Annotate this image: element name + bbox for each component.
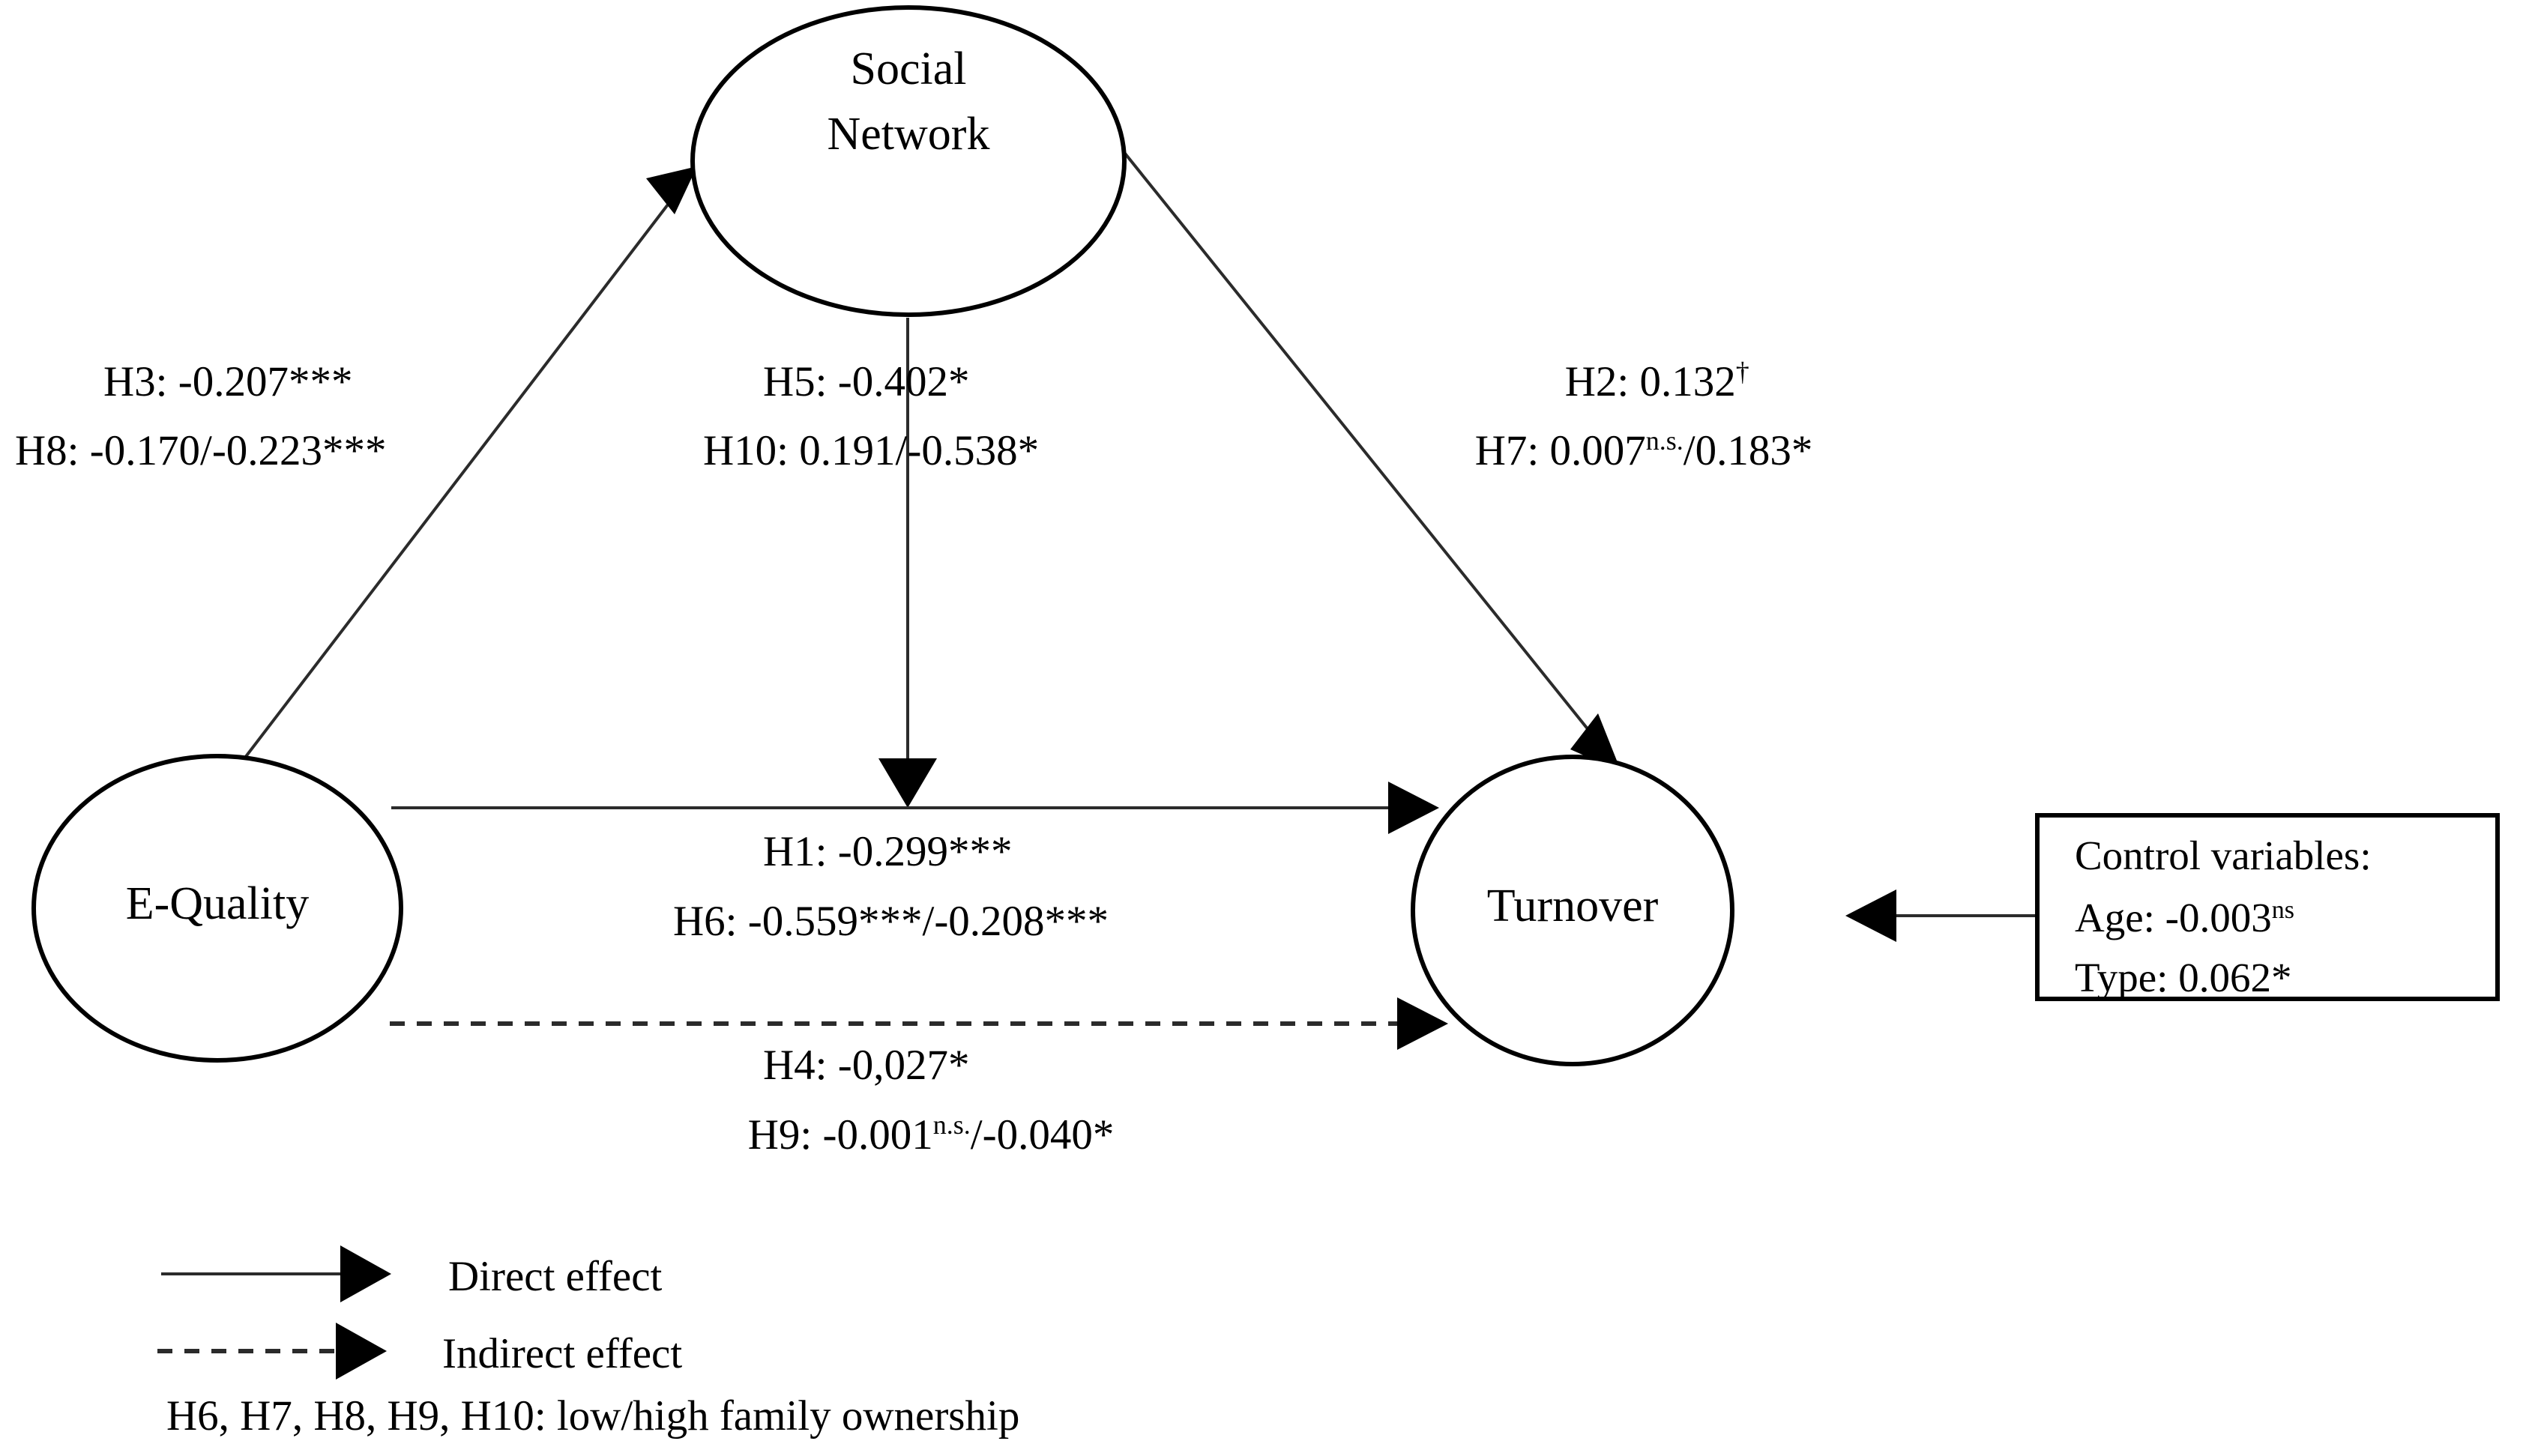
arrow-head-icon [646, 166, 697, 214]
control-box-row-type: Type: 0.062* [2075, 955, 2291, 1000]
edge-social-network-to-turnover [1109, 133, 1621, 772]
control-box-row-age: Age: -0.003ns [2075, 895, 2294, 940]
control-variables-box[interactable]: Control variables: Age: -0.003ns Type: 0… [2035, 813, 2500, 1001]
edge-label-h9-tail: /-0.040* [971, 1111, 1115, 1159]
node-label-social-network-line2: Network [828, 109, 990, 160]
edge-label-h2-dagger-sup: † [1736, 357, 1749, 387]
node-ellipse-shape [1411, 755, 1734, 1066]
legend-label-direct-effect: Direct effect [448, 1253, 662, 1300]
node-ellipse-shape [690, 5, 1127, 317]
edge-label-h2: H2: 0.132† [1490, 357, 1803, 405]
edge-label-h3: H3: -0.207*** [103, 358, 352, 405]
node-label-e-quality: E-Quality [126, 878, 310, 929]
control-box-age-ns-sup: ns [2272, 896, 2294, 924]
edge-label-h10: H10: 0.191/-0.538* [703, 427, 1039, 474]
node-e-quality[interactable]: E-Quality [31, 754, 403, 1063]
node-label-social-network-line1: Social [851, 43, 967, 94]
node-social-network[interactable]: Social Network [690, 5, 1127, 317]
edge-label-h9-ns-sup: n.s. [933, 1110, 971, 1140]
legend-note: H6, H7, H8, H9, H10: low/high family own… [166, 1392, 1019, 1440]
node-ellipse-shape [31, 754, 403, 1063]
edge-label-h7-tail: /0.183* [1684, 427, 1813, 474]
edge-equality-to-turnover-indirect [390, 997, 1448, 1050]
edge-label-h2-main: H2: 0.132 [1565, 358, 1736, 405]
edge-equality-to-social-network [229, 165, 699, 779]
edge-line [1109, 133, 1606, 751]
legend: Direct effect Indirect effect H6, H7, H8… [157, 1245, 1019, 1440]
legend-item-direct-effect: Direct effect [161, 1245, 662, 1302]
node-turnover[interactable]: Turnover [1411, 755, 1734, 1066]
arrow-head-icon [1397, 997, 1448, 1050]
edge-line [229, 165, 699, 779]
edge-equality-to-turnover-direct [391, 782, 1439, 834]
edge-label-h9: H9: -0.001n.s./-0.040* [673, 1110, 1168, 1159]
arrow-head-icon [1570, 713, 1621, 772]
edge-label-h5: H5: -0.402* [763, 358, 969, 405]
arrow-head-icon [340, 1245, 391, 1302]
edge-label-h6: H6: -0.559***/-0.208*** [673, 898, 1109, 945]
node-label-turnover: Turnover [1487, 880, 1659, 931]
edge-label-h1: H1: -0.299*** [763, 828, 1012, 875]
edge-label-h4: H4: -0,027* [763, 1042, 969, 1089]
control-box-title: Control variables: [2075, 833, 2372, 878]
legend-item-indirect-effect: Indirect effect [157, 1323, 682, 1380]
edge-label-h9-main: H9: -0.001 [748, 1111, 933, 1159]
arrow-head-icon [1388, 782, 1439, 834]
edge-social-network-to-direct-path [878, 318, 937, 808]
edge-label-h7-ns-sup: n.s. [1646, 426, 1684, 456]
control-box-age-main: Age: -0.003 [2075, 895, 2272, 940]
arrow-head-icon [1845, 889, 1896, 942]
arrow-head-icon [336, 1323, 387, 1380]
edge-label-h7: H7: 0.007n.s./0.183* [1400, 426, 1866, 474]
edge-controls-to-turnover [1845, 889, 2037, 942]
control-box-rect [2035, 813, 2500, 1001]
legend-label-indirect-effect: Indirect effect [442, 1330, 682, 1377]
edge-label-h8: H8: -0.170/-0.223*** [15, 427, 387, 474]
arrow-head-icon [878, 758, 937, 808]
edge-label-h7-main: H7: 0.007 [1475, 427, 1646, 474]
